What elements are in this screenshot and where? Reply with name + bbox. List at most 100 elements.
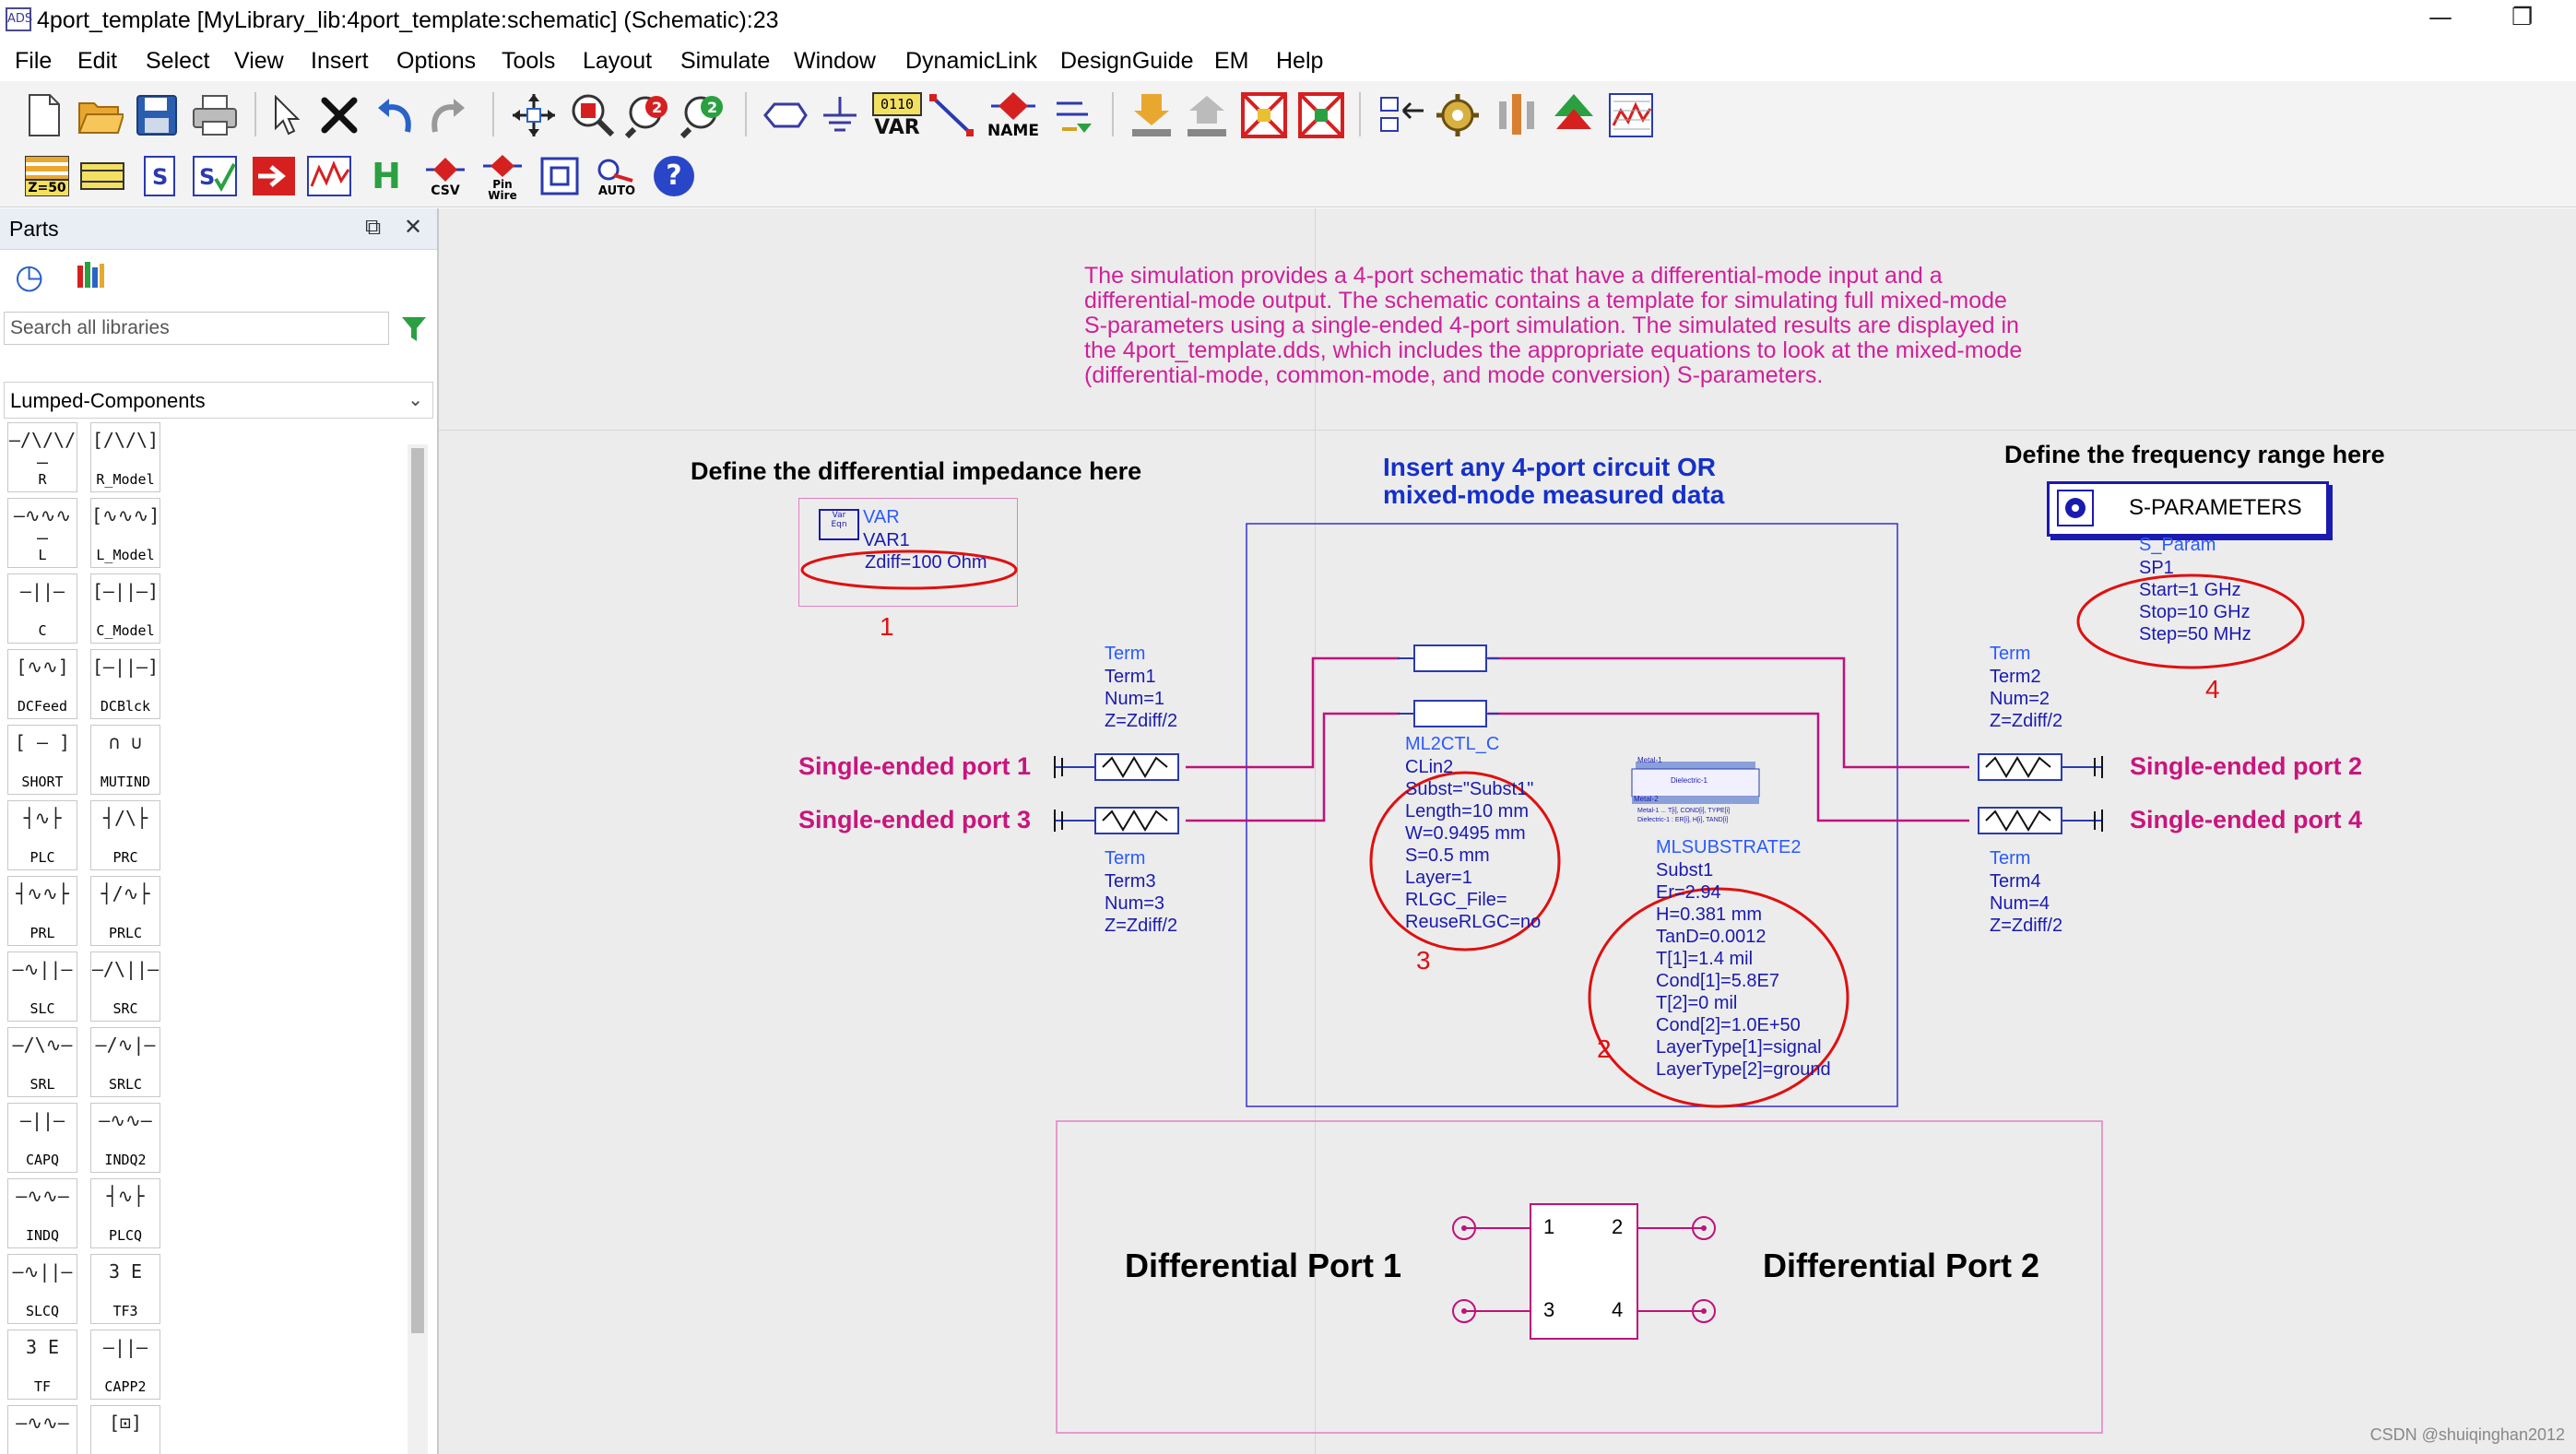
select-arrow-icon[interactable] <box>266 90 306 140</box>
sparam-name[interactable]: SP1 <box>2139 558 2174 578</box>
part-item-slc[interactable]: —∿||—SLC <box>7 952 77 1022</box>
part-item-plc[interactable]: ┤∿├PLC <box>7 800 77 870</box>
history-icon[interactable]: ◷ <box>15 258 44 296</box>
substrate-param[interactable]: Cond[2]=1.0E+50 <box>1656 1015 1801 1035</box>
save-icon[interactable] <box>133 90 181 140</box>
menu-dynamiclink[interactable]: DynamicLink <box>905 48 1038 74</box>
part-item-prc[interactable]: ┤/\├PRC <box>90 800 160 870</box>
var-icon[interactable]: 0110 VAR <box>870 87 924 144</box>
substrate-param[interactable]: T[2]=0 mil <box>1656 993 1738 1013</box>
menu-window[interactable]: Window <box>794 48 876 74</box>
tline-icon[interactable] <box>77 153 127 199</box>
export-icon[interactable] <box>249 153 299 199</box>
print-icon[interactable] <box>190 90 240 140</box>
substrate-param[interactable]: LayerType[2]=ground <box>1656 1059 1831 1080</box>
menu-em[interactable]: EM <box>1214 48 1249 74</box>
pop-up-icon[interactable] <box>1182 90 1232 140</box>
zoom-in-icon[interactable]: 2 <box>623 90 673 140</box>
h-icon[interactable]: H <box>372 156 401 196</box>
cline-param[interactable]: Length=10 mm <box>1405 801 1529 822</box>
redo-icon[interactable] <box>426 90 470 140</box>
menu-insert[interactable]: Insert <box>311 48 369 74</box>
delete-icon[interactable] <box>317 90 361 140</box>
name-icon[interactable]: NAME <box>983 87 1044 144</box>
part-item-dcfeed[interactable]: [∿∿]DCFeed <box>7 649 77 719</box>
menu-select[interactable]: Select <box>146 48 210 74</box>
s-param-file-icon[interactable]: S <box>135 153 184 199</box>
port-icon[interactable] <box>760 90 809 140</box>
wire-icon[interactable] <box>928 90 977 140</box>
part-item-plcq[interactable]: ┤∿├PLCQ <box>90 1178 160 1248</box>
menu-options[interactable]: Options <box>396 48 477 74</box>
help-icon[interactable]: ? <box>649 153 699 199</box>
part-item-srl[interactable]: —/\∿—SRL <box>7 1027 77 1097</box>
library-select[interactable]: Lumped-Components ⌄ <box>4 382 433 419</box>
substrate-param[interactable]: H=0.381 mm <box>1656 904 1763 925</box>
menu-simulate[interactable]: Simulate <box>680 48 771 74</box>
var-param-zdiff[interactable]: Zdiff=100 Ohm <box>865 552 987 573</box>
term1-name[interactable]: Term1 <box>1105 667 1156 687</box>
component-box-icon[interactable] <box>535 153 585 199</box>
part-item-c[interactable]: —||—C <box>7 573 77 644</box>
simulate-icon[interactable] <box>1549 90 1599 140</box>
cline-param[interactable]: ReuseRLGC=no <box>1405 912 1542 932</box>
menu-file[interactable]: File <box>15 48 53 74</box>
part-item-rind[interactable]: [⊡]RIND <box>90 1405 160 1454</box>
term3-num[interactable]: Num=3 <box>1105 893 1165 914</box>
sparam-block[interactable]: S-PARAMETERS <box>2047 481 2329 537</box>
auto-icon[interactable]: AUTO <box>590 151 644 203</box>
part-item-l[interactable]: —∿∿∿—L <box>7 498 77 568</box>
part-item-indq2[interactable]: —∿∿—INDQ2 <box>90 1103 160 1173</box>
var-eqn-icon[interactable]: Var Eqn <box>819 509 859 540</box>
term2-num[interactable]: Num=2 <box>1990 689 2050 709</box>
cline-param[interactable]: Layer=1 <box>1405 868 1472 888</box>
var-name[interactable]: VAR1 <box>863 530 910 550</box>
menu-help[interactable]: Help <box>1276 48 1324 74</box>
substrate-param[interactable]: TanD=0.0012 <box>1656 927 1767 947</box>
part-item-short[interactable]: [ — ]SHORT <box>7 725 77 795</box>
cline-param[interactable]: W=0.9495 mm <box>1405 823 1526 844</box>
part-item-capp2[interactable]: —||—CAPP2 <box>90 1330 160 1400</box>
substrate-name[interactable]: Subst1 <box>1656 860 1714 881</box>
term3-z[interactable]: Z=Zdiff/2 <box>1105 916 1178 936</box>
part-item-prlc[interactable]: ┤/∿├PRLC <box>90 876 160 946</box>
s-check-icon[interactable]: S <box>190 153 240 199</box>
term4-num[interactable]: Num=4 <box>1990 893 2050 914</box>
menu-view[interactable]: View <box>234 48 284 74</box>
tuning-icon[interactable] <box>1492 90 1542 140</box>
substrate-param[interactable]: Cond[1]=5.8E7 <box>1656 971 1779 991</box>
zoom-out-icon[interactable]: 2 <box>679 90 728 140</box>
ground-icon[interactable] <box>817 90 863 140</box>
plot-icon[interactable] <box>304 153 354 199</box>
mirror-icon[interactable] <box>1377 90 1427 140</box>
part-item-c-model[interactable]: [—||—]C_Model <box>90 573 160 644</box>
menu-layout[interactable]: Layout <box>583 48 653 74</box>
part-item-indq[interactable]: —∿∿—INDQ <box>7 1178 77 1248</box>
minimize-button[interactable]: — <box>2428 4 2452 31</box>
part-item-r[interactable]: —/\/\/—R <box>7 422 77 492</box>
term1-z[interactable]: Z=Zdiff/2 <box>1105 711 1178 731</box>
sparam-start[interactable]: Start=1 GHz <box>2139 580 2241 600</box>
part-item-mutind[interactable]: ∩ ∪MUTIND <box>90 725 160 795</box>
filter-icon[interactable] <box>400 315 428 349</box>
part-item-l-model[interactable]: [∿∿∿]L_Model <box>90 498 160 568</box>
term1-num[interactable]: Num=1 <box>1105 689 1165 709</box>
parts-scrollbar-thumb[interactable] <box>411 448 424 1333</box>
part-item-r-model[interactable]: [/\/\]R_Model <box>90 422 160 492</box>
part-item-src[interactable]: —/\||—SRC <box>90 952 160 1022</box>
undo-icon[interactable] <box>372 90 417 140</box>
search-input[interactable] <box>4 312 389 345</box>
library-icon[interactable] <box>76 260 105 295</box>
new-icon[interactable] <box>22 90 66 140</box>
push-down-icon[interactable] <box>1127 90 1176 140</box>
part-item-dcblck[interactable]: [—||—]DCBlck <box>90 649 160 719</box>
open-icon[interactable] <box>76 90 125 140</box>
part-item-capq[interactable]: —||—CAPQ <box>7 1103 77 1173</box>
z50-icon[interactable]: Z=50 <box>22 153 72 199</box>
cline-param[interactable]: S=0.5 mm <box>1405 845 1490 866</box>
zoom-area-icon[interactable] <box>568 90 618 140</box>
term2-name[interactable]: Term2 <box>1990 667 2041 687</box>
sparam-stop[interactable]: Stop=10 GHz <box>2139 602 2251 622</box>
